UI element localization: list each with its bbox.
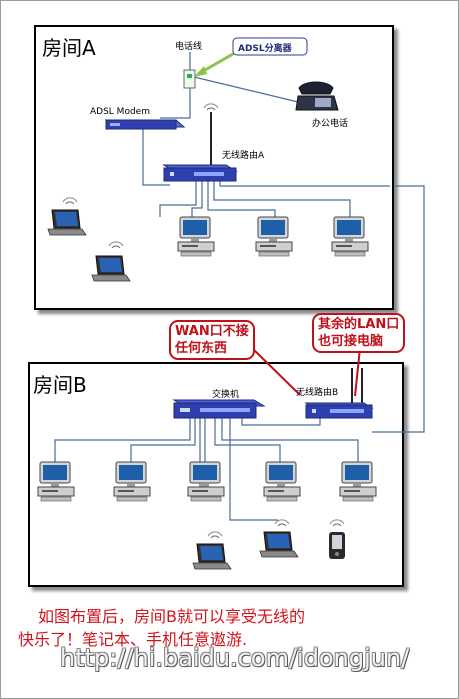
monitor-icon	[255, 216, 293, 257]
modem-icon	[104, 119, 186, 130]
adsl-splitter-label-box	[232, 37, 308, 56]
caption-line1: 如图布置后，房间B就可以享受无线的	[38, 607, 305, 626]
monitor-icon	[187, 461, 225, 502]
phone-icon	[295, 81, 339, 111]
lan-callout-line2: 也可接电脑	[318, 334, 384, 349]
laptop-icon	[91, 255, 131, 282]
room-a	[34, 25, 394, 310]
room-a-title: 房间A	[42, 36, 96, 60]
monitor-icon	[263, 461, 301, 502]
wifi-icon	[207, 531, 223, 539]
laptop-icon	[192, 543, 232, 570]
phone-line-label: 电话线	[175, 42, 203, 52]
caption: 如图布置后，房间B就可以享受无线的 快乐了！笔记本、手机任意遨游.	[18, 605, 448, 651]
monitor-icon	[37, 461, 75, 502]
caption-line2: 快乐了！笔记本、手机任意遨游.	[18, 630, 248, 649]
room-a-cables	[142, 52, 425, 433]
wan-callout-line1: WAN口不接	[175, 324, 249, 339]
monitor-icon	[339, 461, 377, 502]
switch-icon	[172, 399, 266, 419]
watermark: http://hi.baidu.com/idongjun/	[60, 644, 410, 672]
wifi-icon	[62, 197, 78, 205]
router-icon	[162, 103, 238, 182]
adsl-modem-label: ADSL Modem	[90, 107, 150, 117]
room-b-title: 房间B	[33, 373, 87, 397]
lan-callout-pointer	[354, 347, 361, 397]
monitor-icon	[331, 216, 369, 257]
wan-callout-pointer	[249, 345, 301, 396]
wifi-icon	[274, 519, 290, 527]
lan-callout-line1: 其余的LAN口	[318, 317, 400, 332]
office-phone-label: 办公电话	[312, 119, 349, 129]
router-icon	[304, 368, 374, 419]
splitter-icon	[183, 69, 196, 89]
laptop-icon	[47, 209, 87, 236]
adsl-splitter-label: ADSL分离器	[238, 44, 292, 54]
wifi-icon	[329, 519, 345, 527]
monitor-icon	[177, 216, 215, 257]
wan-callout: WAN口不接 任何东西	[169, 320, 255, 360]
router-b-label: 无线路由B	[296, 388, 339, 398]
mobile-phone-icon	[329, 532, 345, 559]
wan-callout-line2: 任何东西	[175, 341, 228, 356]
router-a-label: 无线路由A	[222, 151, 265, 161]
wifi-icon	[108, 241, 124, 249]
switch-label: 交换机	[212, 390, 240, 400]
lan-callout: 其余的LAN口 也可接电脑	[312, 313, 406, 353]
splitter-arrowhead	[194, 66, 207, 77]
laptop-icon	[259, 531, 299, 558]
monitor-icon	[113, 461, 151, 502]
